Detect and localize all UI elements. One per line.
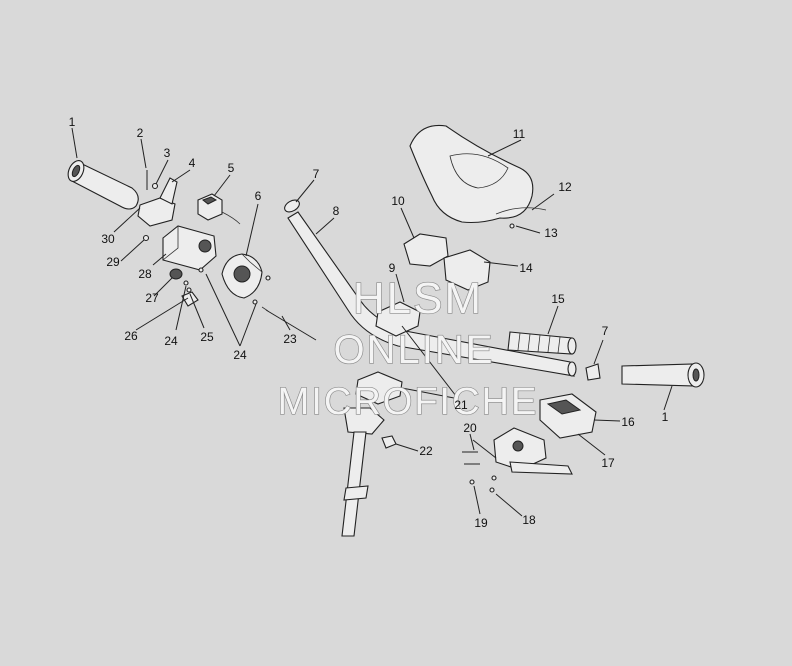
screw-24a — [198, 267, 204, 273]
callout-label: 7 — [313, 167, 320, 181]
callout-label: 20 — [463, 421, 477, 435]
right-grip-1 — [621, 362, 705, 388]
bracket-26 — [181, 291, 199, 307]
watermark-line-2: ONLINE — [334, 328, 495, 372]
screw-29 — [142, 234, 150, 242]
clamp-cover-10 — [403, 233, 449, 267]
callout-label: 29 — [106, 255, 120, 269]
callout-label: 9 — [389, 261, 396, 275]
lever-bracket — [137, 177, 178, 227]
end-cap-7-right — [585, 363, 601, 381]
cable-23 — [265, 309, 317, 341]
callout-label: 1 — [662, 410, 669, 424]
screw-25a — [183, 280, 189, 286]
right-grip-15 — [507, 331, 577, 355]
callout-label: 11 — [513, 127, 526, 141]
callout-label: 4 — [189, 156, 196, 170]
callout-label: 30 — [101, 232, 115, 246]
callout-label: 23 — [283, 332, 297, 346]
callout-label: 7 — [602, 324, 609, 338]
throttle-housing-6 — [221, 253, 263, 299]
watermark-line-3: MICROFICHE — [278, 381, 539, 423]
screw-24b — [252, 299, 258, 305]
callout-label: 5 — [228, 161, 235, 175]
screw-25b — [186, 287, 192, 293]
leader-lines — [71, 127, 673, 517]
handlebar-cover-11 — [409, 124, 534, 224]
brake-lever-assembly — [493, 427, 573, 475]
callout-label: 25 — [200, 330, 214, 344]
callout-label: 18 — [522, 513, 536, 527]
callout-label: 22 — [419, 444, 433, 458]
knob-27 — [169, 268, 183, 280]
callout-label: 10 — [391, 194, 405, 208]
brake-module-16 — [539, 393, 597, 439]
callout-label: 8 — [333, 204, 340, 218]
callout-label: 26 — [124, 329, 138, 343]
screw-19 — [469, 479, 475, 485]
left-grip — [67, 160, 139, 210]
watermark-line-1: HLSM — [353, 274, 483, 323]
switch-5 — [197, 193, 241, 225]
callout-label: 17 — [601, 456, 615, 470]
switch-housing-28 — [162, 225, 217, 271]
watermark: HLSM ONLINE MICROFICHE — [277, 273, 539, 423]
steering-post — [341, 407, 385, 537]
callout-label: 28 — [138, 267, 152, 281]
screw-24c — [265, 275, 271, 281]
callout-labels: 1 2 3 4 5 6 7 8 9 10 11 12 13 14 15 7 1 … — [69, 115, 669, 530]
wire-12 — [495, 207, 547, 215]
callout-label: 16 — [621, 415, 635, 429]
screw-18b — [489, 487, 495, 493]
upper-clamp-9 — [375, 301, 421, 337]
handlebar-8 — [287, 211, 577, 377]
callout-label: 6 — [255, 189, 262, 203]
callout-label: 24 — [164, 334, 178, 348]
callout-label: 2 — [137, 126, 144, 140]
end-cap-7-top — [284, 199, 300, 213]
lower-clamp-21 — [355, 371, 403, 405]
callout-label: 1 — [69, 115, 76, 129]
screw-18a — [491, 475, 497, 481]
callout-label: 13 — [544, 226, 558, 240]
screw-13 — [509, 223, 515, 229]
callout-label: 21 — [454, 398, 468, 412]
callout-label: 12 — [558, 180, 572, 194]
parts-drawing — [67, 124, 705, 537]
callout-label: 14 — [519, 261, 533, 275]
washer-3 — [151, 182, 159, 190]
callout-label: 24 — [233, 348, 247, 362]
cover-14 — [443, 249, 491, 291]
callout-label: 15 — [551, 292, 565, 306]
callout-label: 19 — [474, 516, 488, 530]
callout-label: 27 — [145, 291, 159, 305]
nut-22 — [381, 435, 397, 449]
callout-label: 3 — [164, 146, 171, 160]
